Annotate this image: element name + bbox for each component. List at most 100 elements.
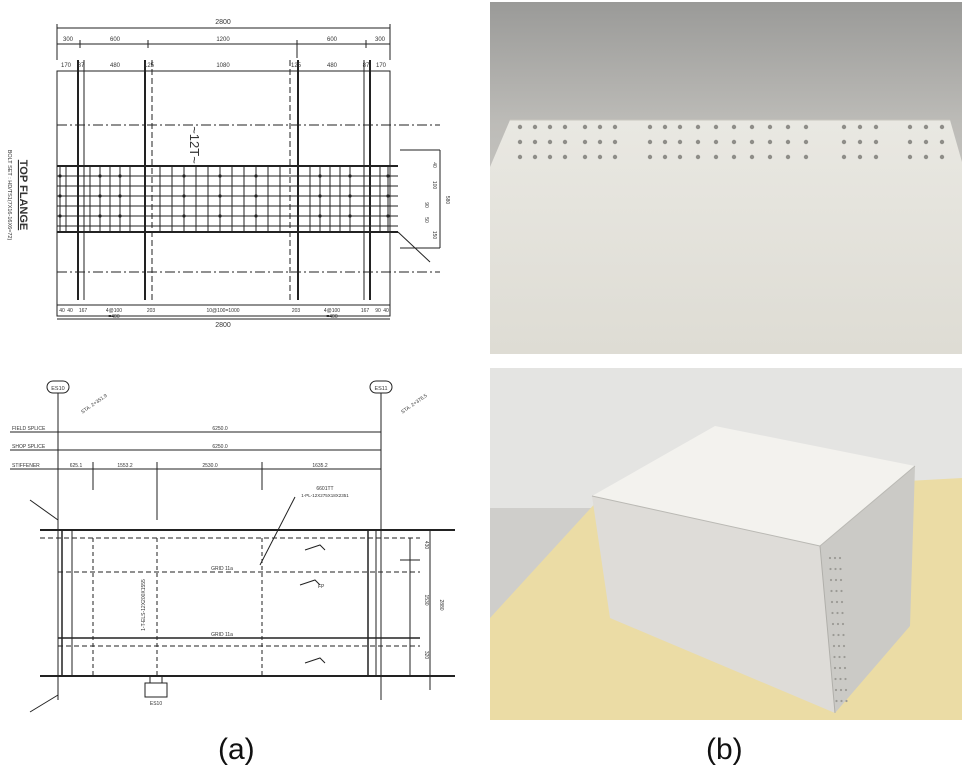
box-hole bbox=[834, 567, 837, 571]
top-dim-2: 600 bbox=[110, 37, 121, 43]
plate-hole bbox=[647, 124, 653, 130]
grid-label-2: GRID 11a bbox=[211, 632, 233, 638]
plate-hole bbox=[562, 154, 568, 160]
plate-hole bbox=[907, 154, 913, 160]
box-hole bbox=[836, 611, 839, 615]
sta-left: STA. 2+351.9 bbox=[80, 393, 108, 415]
box-hole bbox=[843, 655, 846, 659]
plate-hole bbox=[785, 124, 791, 130]
plate-hole bbox=[597, 139, 603, 145]
plate-hole bbox=[749, 124, 755, 130]
plate-hole bbox=[597, 124, 603, 130]
grid-label-1: GRID 11a bbox=[211, 566, 233, 572]
box-hole bbox=[830, 589, 833, 593]
box-hole bbox=[835, 589, 838, 593]
plate-hole bbox=[841, 124, 847, 130]
bottom-dim-11: 40 bbox=[383, 308, 389, 314]
box-hole bbox=[837, 633, 840, 637]
box-hole bbox=[835, 699, 838, 703]
right-dim-4: 90 bbox=[423, 202, 429, 208]
plate-hole bbox=[547, 124, 553, 130]
box-hole bbox=[831, 622, 835, 626]
top-dim-3: 1200 bbox=[216, 37, 230, 43]
plate-hole bbox=[923, 154, 929, 160]
box-hole bbox=[838, 556, 842, 560]
sta-right: STA. 2+376.5 bbox=[400, 393, 428, 415]
plate-hole bbox=[547, 139, 553, 145]
box-hole bbox=[839, 578, 843, 582]
right-dim-3: 100 bbox=[431, 181, 437, 190]
row-label-stiffener: STIFFENER bbox=[12, 463, 40, 469]
drawings-svg: 2800 300 600 1200 600 300 170 87 480 125… bbox=[6, 19, 455, 713]
plate-hole bbox=[767, 124, 773, 130]
plate-hole bbox=[677, 139, 683, 145]
plate-hole bbox=[857, 139, 863, 145]
plate-hole bbox=[562, 139, 568, 145]
box-hole bbox=[838, 666, 842, 670]
plate-hole bbox=[841, 139, 847, 145]
bottom-dim-3: 167 bbox=[79, 308, 88, 314]
plate-hole bbox=[662, 154, 668, 160]
plate-hole bbox=[803, 124, 809, 130]
box-hole bbox=[833, 655, 836, 659]
plate-hole bbox=[785, 154, 791, 160]
plate-hole bbox=[767, 139, 773, 145]
section-tag-left: ES10 bbox=[51, 386, 64, 392]
plate-hole bbox=[749, 139, 755, 145]
plate-hole bbox=[857, 154, 863, 160]
box-photo-svg bbox=[490, 368, 962, 720]
bottom-dim-6: 10@100=1000 bbox=[206, 308, 239, 314]
bottom-dim-2: 40 bbox=[67, 308, 73, 314]
plate-hole bbox=[695, 124, 701, 130]
plate-hole bbox=[662, 139, 668, 145]
plate-hole bbox=[532, 124, 538, 130]
bottom-sub-1: =400 bbox=[108, 314, 119, 320]
box-hole bbox=[838, 655, 841, 659]
box-hole bbox=[844, 688, 848, 692]
second-dim-2: 87 bbox=[78, 63, 85, 69]
plate-hole bbox=[767, 154, 773, 160]
bottom-dim-9: 167 bbox=[361, 308, 370, 314]
plate-hole bbox=[857, 124, 863, 130]
plate-hole bbox=[532, 154, 538, 160]
plate-hole bbox=[713, 139, 719, 145]
box-hole bbox=[834, 677, 837, 681]
box-hole bbox=[834, 688, 838, 692]
bottom-dim-10: 90 bbox=[375, 308, 381, 314]
center-mark: ~12T~ bbox=[187, 126, 202, 164]
plate-hole bbox=[597, 154, 603, 160]
plate-hole bbox=[662, 124, 668, 130]
plate-hole bbox=[562, 124, 568, 130]
row-label-field: FIELD SPLICE bbox=[12, 426, 46, 432]
right-dim-1: 580 bbox=[444, 196, 450, 205]
box-hole bbox=[839, 688, 843, 692]
bottom-dim-5: 203 bbox=[147, 308, 156, 314]
plate-hole bbox=[517, 124, 523, 130]
right-dim-2: 40 bbox=[431, 162, 437, 168]
plate-hole bbox=[939, 139, 945, 145]
overall-width-bottom: 2800 bbox=[215, 322, 231, 329]
bottom-dim-1: 40 bbox=[59, 308, 65, 314]
plate-hole bbox=[517, 139, 523, 145]
stiffener-dim-2: 1553.2 bbox=[117, 463, 133, 469]
plate-hole bbox=[532, 139, 538, 145]
plate-photo-svg bbox=[490, 2, 962, 354]
top-dim-4: 600 bbox=[327, 37, 338, 43]
box-hole bbox=[833, 556, 837, 560]
right-dim-6: 150 bbox=[431, 231, 437, 240]
plate-hole bbox=[939, 124, 945, 130]
plate-hole bbox=[749, 154, 755, 160]
plate-hole bbox=[582, 124, 588, 130]
second-dim-4: 125 bbox=[144, 63, 155, 69]
flange-title: TOP FLANGE bbox=[17, 160, 29, 231]
plate-hole bbox=[803, 139, 809, 145]
box-hole bbox=[841, 622, 845, 626]
callout-sub: 1-PL-12X275X18X2351 bbox=[301, 493, 349, 498]
plate-hole bbox=[612, 124, 618, 130]
box-hole bbox=[839, 567, 842, 571]
box-hole bbox=[841, 611, 844, 615]
box-hole bbox=[834, 578, 838, 582]
box-hole bbox=[829, 567, 832, 571]
section-tag-right: ES11 bbox=[374, 386, 387, 392]
bd-right-dim-1: 430 bbox=[423, 541, 429, 550]
